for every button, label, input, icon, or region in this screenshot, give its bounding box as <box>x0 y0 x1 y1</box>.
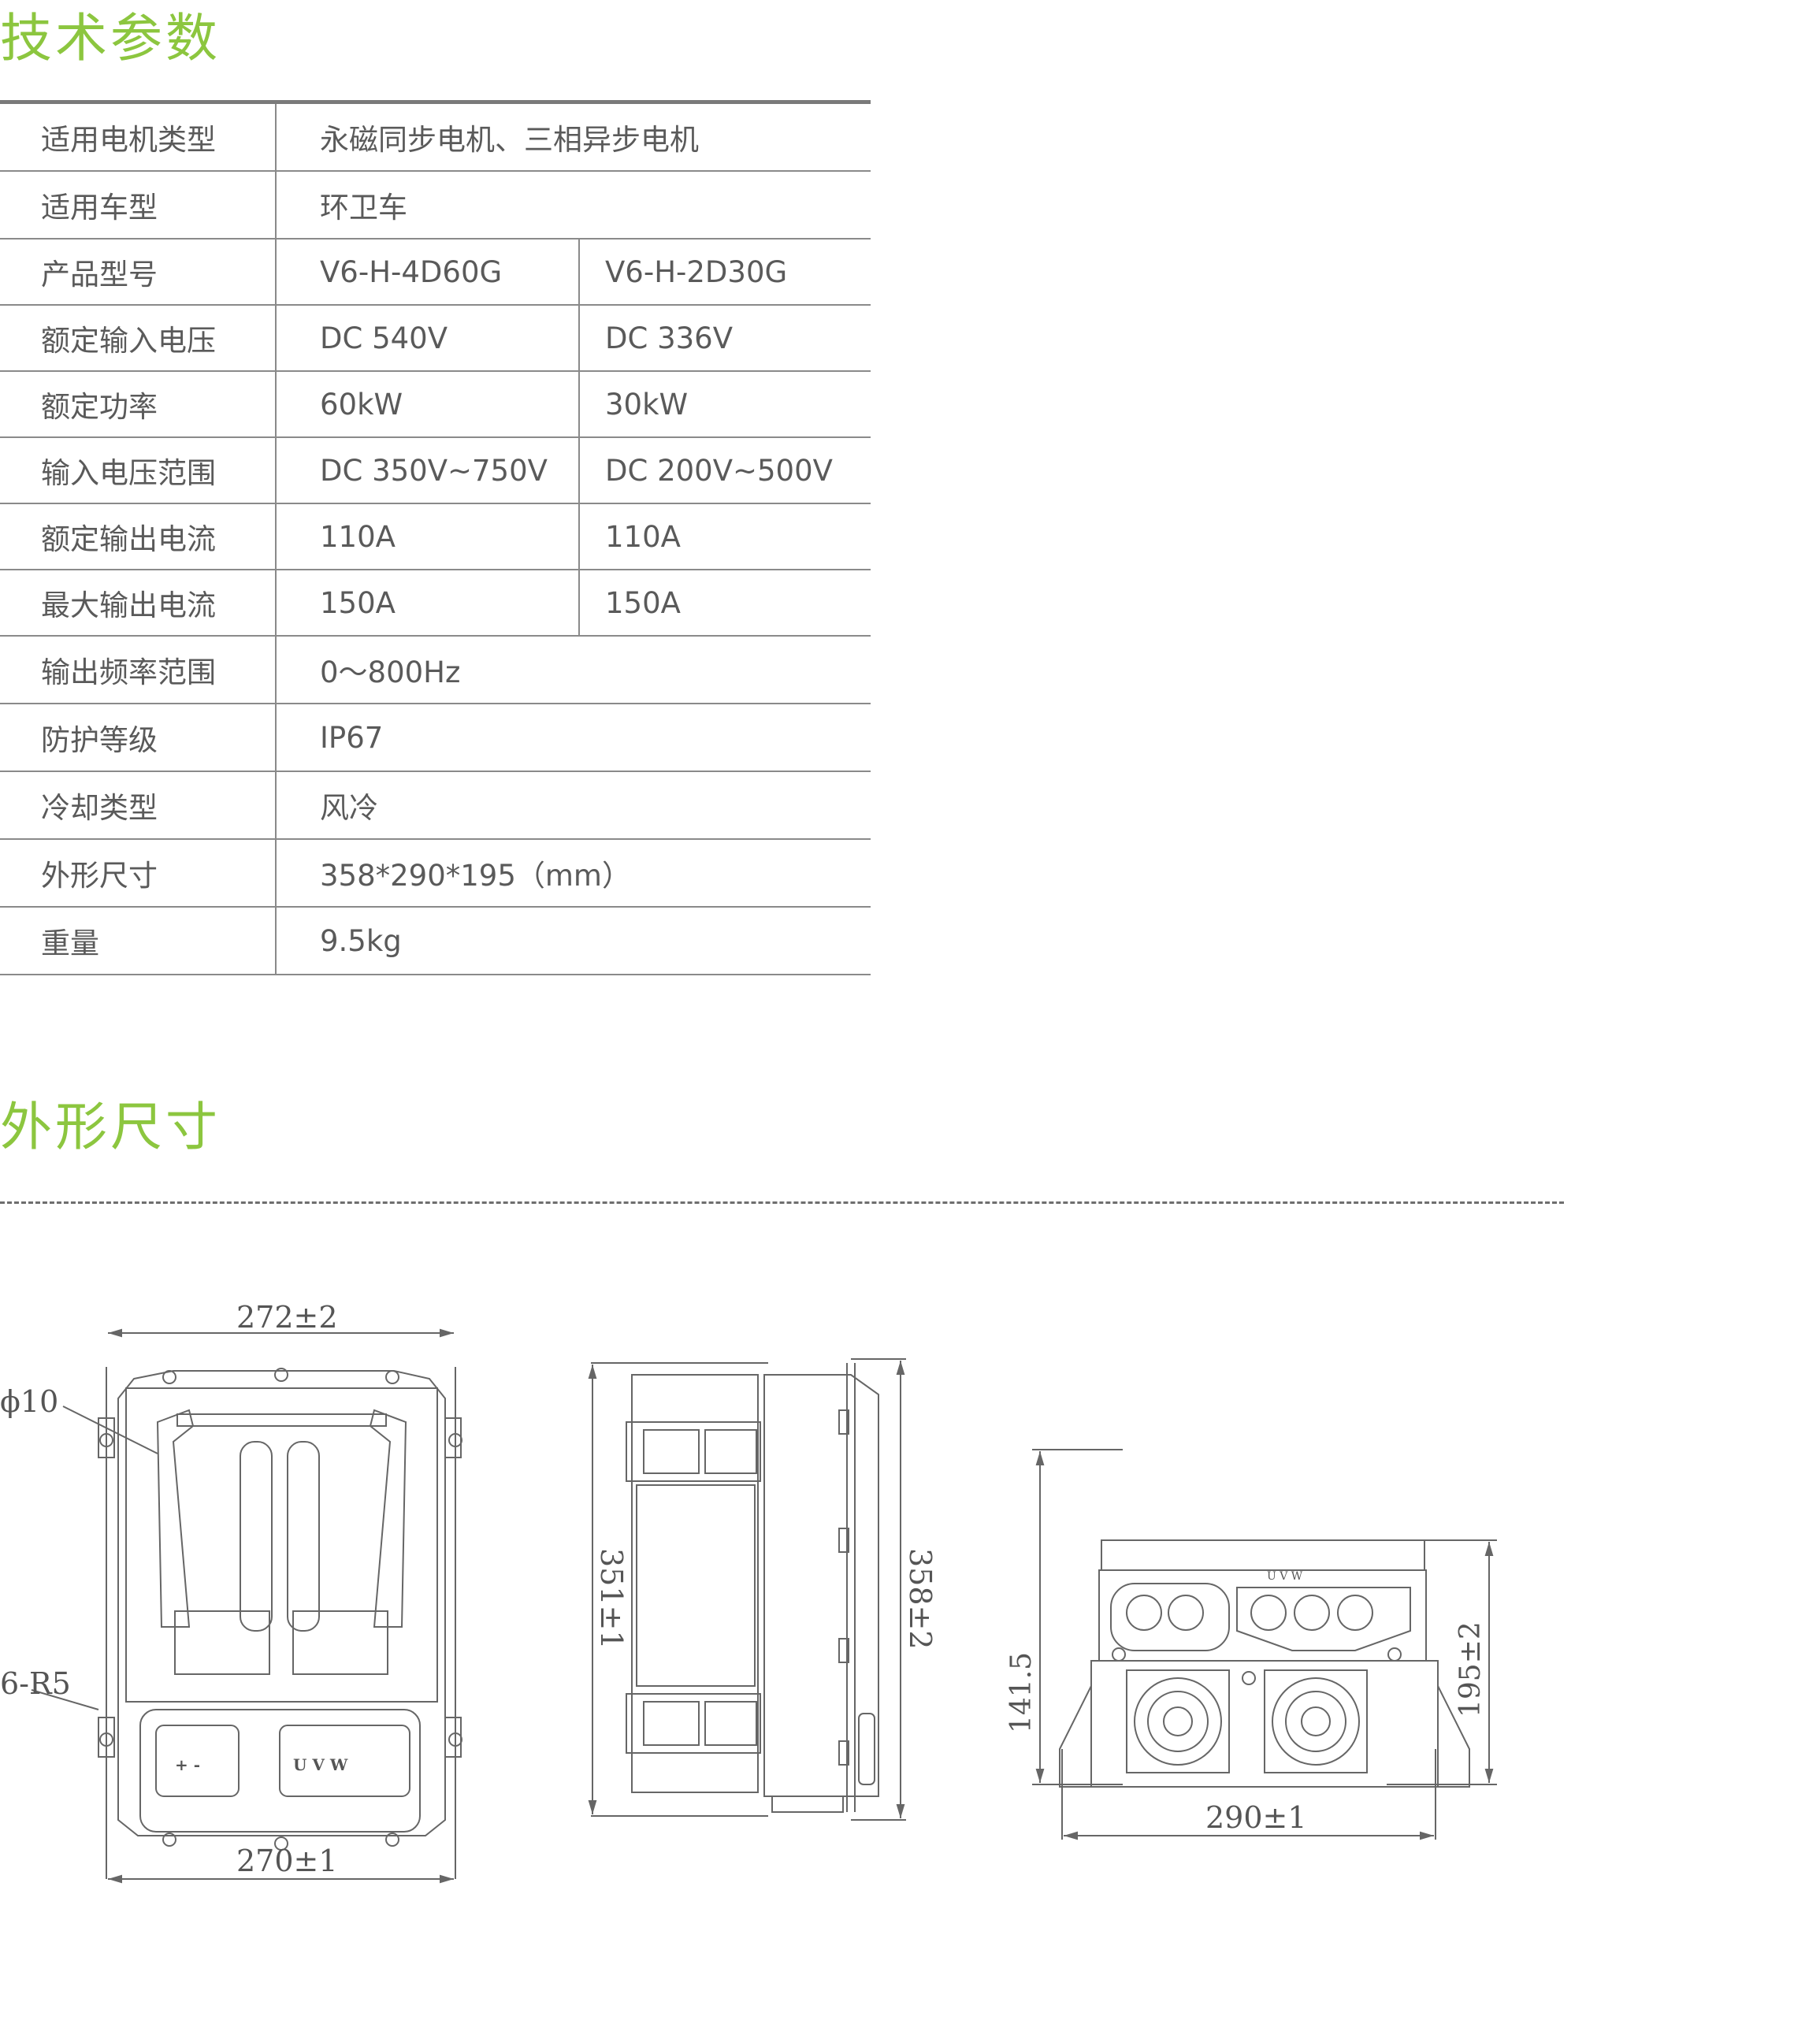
spec-table: 适用电机类型 永磁同步电机、三相异步电机 适用车型 环卫车 产品型号 V6-H-… <box>0 104 871 975</box>
dimension-section-title: 外形尺寸 <box>0 1097 221 1157</box>
row-value-model-2: 110A <box>579 503 871 570</box>
dimension-drawings: 272±2 270±1 ϕ10 6-R5 + - U V W 351±1 358… <box>0 1300 1497 1884</box>
side-left-height-label: 351±1 <box>594 1548 629 1650</box>
row-value-model-1: 60kW <box>276 371 580 438</box>
table-row: 重量 9.5kg <box>0 907 871 975</box>
spec-section-title: 技术参数 <box>0 8 221 69</box>
table-top-rule <box>0 100 871 104</box>
row-label: 产品型号 <box>0 239 277 306</box>
row-value-model-1: DC 350V~750V <box>276 437 580 504</box>
row-label: 输出频率范围 <box>0 636 277 704</box>
dc-terminal-label: + - <box>175 1755 200 1774</box>
front-view-drawing <box>31 1328 462 1884</box>
row-label: 适用车型 <box>0 171 277 240</box>
end-right-height-label: 195±2 <box>1454 1621 1487 1717</box>
row-value: IP67 <box>276 704 871 772</box>
row-value-model-2: DC 200V~500V <box>579 437 871 504</box>
table-row: 输出频率范围 0～800Hz <box>0 636 871 704</box>
row-value: 风冷 <box>276 771 871 840</box>
table-row: 输入电压范围 DC 350V~750V DC 200V~500V <box>0 437 871 504</box>
table-row: 额定功率 60kW 30kW <box>0 371 871 438</box>
table-row: 适用车型 环卫车 <box>0 171 871 240</box>
phase-terminal-label: U V W <box>293 1755 348 1774</box>
row-label: 重量 <box>0 907 277 975</box>
side-right-height-label: 358±2 <box>903 1548 938 1650</box>
table-row: 外形尺寸 358*290*195（mm） <box>0 839 871 908</box>
row-value: 环卫车 <box>276 171 871 240</box>
row-label: 最大输出电流 <box>0 570 277 637</box>
table-row: 最大输出电流 150A 150A <box>0 570 871 637</box>
end-phase-labels: U V W <box>1267 1570 1303 1583</box>
end-left-height-label: 141.5 <box>1005 1652 1038 1733</box>
row-value: 永磁同步电机、三相异步电机 <box>276 104 871 172</box>
row-value-model-1: DC 540V <box>276 305 580 372</box>
row-value: 358*290*195（mm） <box>276 839 871 908</box>
row-label: 额定输出电流 <box>0 503 277 570</box>
table-row: 额定输入电压 DC 540V DC 336V <box>0 305 871 372</box>
row-label: 防护等级 <box>0 704 277 772</box>
row-label: 输入电压范围 <box>0 437 277 504</box>
row-label: 额定输入电压 <box>0 305 277 372</box>
row-value-model-1: V6-H-4D60G <box>276 239 580 306</box>
row-value-model-2: DC 336V <box>579 305 871 372</box>
row-value: 0～800Hz <box>276 636 871 704</box>
side-view-drawing <box>588 1358 906 1821</box>
front-top-width-label: 272±2 <box>236 1300 338 1335</box>
row-value-model-2: 150A <box>579 570 871 637</box>
dashed-divider <box>0 1201 1564 1204</box>
table-row: 额定输出电流 110A 110A <box>0 503 871 570</box>
table-row: 冷却类型 风冷 <box>0 771 871 840</box>
corner-radius-label: 6-R5 <box>0 1666 71 1701</box>
row-label: 冷却类型 <box>0 771 277 840</box>
row-label: 适用电机类型 <box>0 104 277 172</box>
table-row: 防护等级 IP67 <box>0 704 871 772</box>
table-row: 适用电机类型 永磁同步电机、三相异步电机 <box>0 104 871 172</box>
hole-diameter-label: ϕ10 <box>0 1384 58 1419</box>
table-row: 产品型号 V6-H-4D60G V6-H-2D30G <box>0 239 871 306</box>
row-value-model-2: V6-H-2D30G <box>579 239 871 306</box>
row-value-model-1: 110A <box>276 503 580 570</box>
end-view-drawing <box>1032 1449 1497 1840</box>
row-value: 9.5kg <box>276 907 871 975</box>
row-value-model-2: 30kW <box>579 371 871 438</box>
row-label: 外形尺寸 <box>0 839 277 908</box>
row-value-model-1: 150A <box>276 570 580 637</box>
end-width-label: 290±1 <box>1205 1800 1307 1835</box>
row-label: 额定功率 <box>0 371 277 438</box>
front-bottom-width-label: 270±1 <box>236 1844 338 1878</box>
